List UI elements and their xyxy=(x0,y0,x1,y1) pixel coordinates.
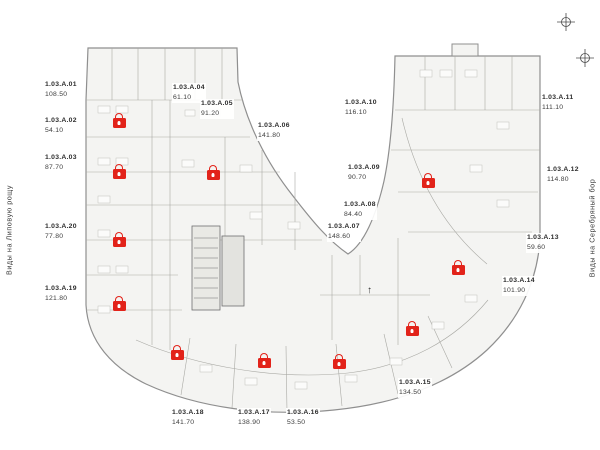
unit-label-1.03.A.05[interactable]: 1.03.A.05 91.20 xyxy=(200,99,234,120)
unit-label-1.03.A.07[interactable]: 1.03.A.07 148.60 xyxy=(327,222,361,243)
unit-area: 54.10 xyxy=(45,127,64,135)
unit-id: 1.03.A.11 xyxy=(542,94,574,101)
unit-id: 1.03.A.03 xyxy=(45,154,77,161)
unit-id: 1.03.A.07 xyxy=(328,223,360,230)
unit-id: 1.03.A.08 xyxy=(344,201,376,208)
locked-unit-icon xyxy=(451,260,465,276)
unit-id: 1.03.A.10 xyxy=(345,99,377,106)
unit-id: 1.03.A.17 xyxy=(238,409,270,416)
interior-walls xyxy=(86,48,540,413)
unit-area: 121.80 xyxy=(45,295,68,303)
unit-area: 87.70 xyxy=(45,164,64,172)
locked-unit-icon xyxy=(112,296,126,312)
unit-label-1.03.A.17[interactable]: 1.03.A.17 138.90 xyxy=(237,408,271,429)
unit-id: 1.03.A.05 xyxy=(201,100,233,107)
unit-area: 141.80 xyxy=(258,132,281,140)
unit-label-1.03.A.02[interactable]: 1.03.A.02 54.10 xyxy=(44,116,78,137)
unit-label-1.03.A.04[interactable]: 1.03.A.04 61.10 xyxy=(172,83,206,104)
unit-area: 59.60 xyxy=(527,244,546,252)
unit-area: 101.90 xyxy=(503,287,526,295)
unit-id: 1.03.A.19 xyxy=(45,285,77,292)
unit-label-1.03.A.03[interactable]: 1.03.A.03 87.70 xyxy=(44,153,78,174)
registration-mark-icon xyxy=(557,13,575,31)
unit-area: 53.50 xyxy=(287,419,306,427)
unit-area: 138.90 xyxy=(238,419,261,427)
locked-unit-icon xyxy=(332,354,346,370)
unit-label-1.03.A.10[interactable]: 1.03.A.10 116.10 xyxy=(344,98,378,119)
unit-label-1.03.A.15[interactable]: 1.03.A.15 134.50 xyxy=(398,378,432,399)
unit-area: 61.10 xyxy=(173,94,192,102)
locked-unit-icon xyxy=(405,321,419,337)
unit-id: 1.03.A.20 xyxy=(45,223,77,230)
unit-label-1.03.A.19[interactable]: 1.03.A.19 121.80 xyxy=(44,284,78,305)
unit-area: 91.20 xyxy=(201,110,220,118)
unit-label-1.03.A.18[interactable]: 1.03.A.18 141.70 xyxy=(171,408,205,429)
unit-label-1.03.A.06[interactable]: 1.03.A.06 141.80 xyxy=(257,121,291,142)
unit-area: 148.60 xyxy=(328,233,351,241)
unit-area: 111.10 xyxy=(542,104,564,112)
unit-area: 116.10 xyxy=(345,109,367,117)
unit-id: 1.03.A.18 xyxy=(172,409,204,416)
building-outline xyxy=(85,43,541,413)
unit-id: 1.03.A.01 xyxy=(45,81,77,88)
unit-area: 77.80 xyxy=(45,233,64,241)
unit-id: 1.03.A.06 xyxy=(258,122,290,129)
unit-area: 134.50 xyxy=(399,389,422,397)
unit-id: 1.03.A.09 xyxy=(348,164,380,171)
unit-id: 1.03.A.16 xyxy=(287,409,319,416)
unit-id: 1.03.A.02 xyxy=(45,117,77,124)
unit-id: 1.03.A.12 xyxy=(547,166,579,173)
unit-label-1.03.A.09[interactable]: 1.03.A.09 90.70 xyxy=(347,163,381,184)
unit-label-1.03.A.11[interactable]: 1.03.A.11 111.10 xyxy=(541,93,575,114)
unit-label-1.03.A.13[interactable]: 1.03.A.13 59.60 xyxy=(526,233,560,254)
locked-unit-icon xyxy=(112,232,126,248)
unit-area: 90.70 xyxy=(348,174,367,182)
unit-area: 108.50 xyxy=(45,91,68,99)
unit-label-1.03.A.20[interactable]: 1.03.A.20 77.80 xyxy=(44,222,78,243)
unit-label-1.03.A.01[interactable]: 1.03.A.01 108.50 xyxy=(44,80,78,101)
unit-id: 1.03.A.13 xyxy=(527,234,559,241)
locked-unit-icon xyxy=(112,164,126,180)
unit-label-1.03.A.08[interactable]: 1.03.A.08 84.40 xyxy=(343,200,377,221)
registration-mark-icon xyxy=(576,49,594,67)
unit-area: 84.40 xyxy=(344,211,363,219)
unit-id: 1.03.A.14 xyxy=(503,277,535,284)
entrance-arrow-icon: ↑ xyxy=(367,285,372,296)
view-direction-label-right: Виды на Серебряный бор xyxy=(587,178,597,278)
unit-area: 114.80 xyxy=(547,176,569,184)
unit-id: 1.03.A.15 xyxy=(399,379,431,386)
unit-id: 1.03.A.04 xyxy=(173,84,205,91)
unit-label-1.03.A.12[interactable]: 1.03.A.12 114.80 xyxy=(546,165,580,186)
stair-core xyxy=(191,225,245,311)
locked-unit-icon xyxy=(206,165,220,181)
unit-area: 141.70 xyxy=(172,419,195,427)
locked-unit-icon xyxy=(170,345,184,361)
furniture xyxy=(97,69,510,390)
unit-label-1.03.A.14[interactable]: 1.03.A.14 101.90 xyxy=(502,276,536,297)
locked-unit-icon xyxy=(257,353,271,369)
locked-unit-icon xyxy=(112,113,126,129)
unit-label-1.03.A.16[interactable]: 1.03.A.16 53.50 xyxy=(286,408,320,429)
locked-unit-icon xyxy=(421,173,435,189)
view-direction-label-left: Виды на Липовую рощу xyxy=(4,185,14,275)
